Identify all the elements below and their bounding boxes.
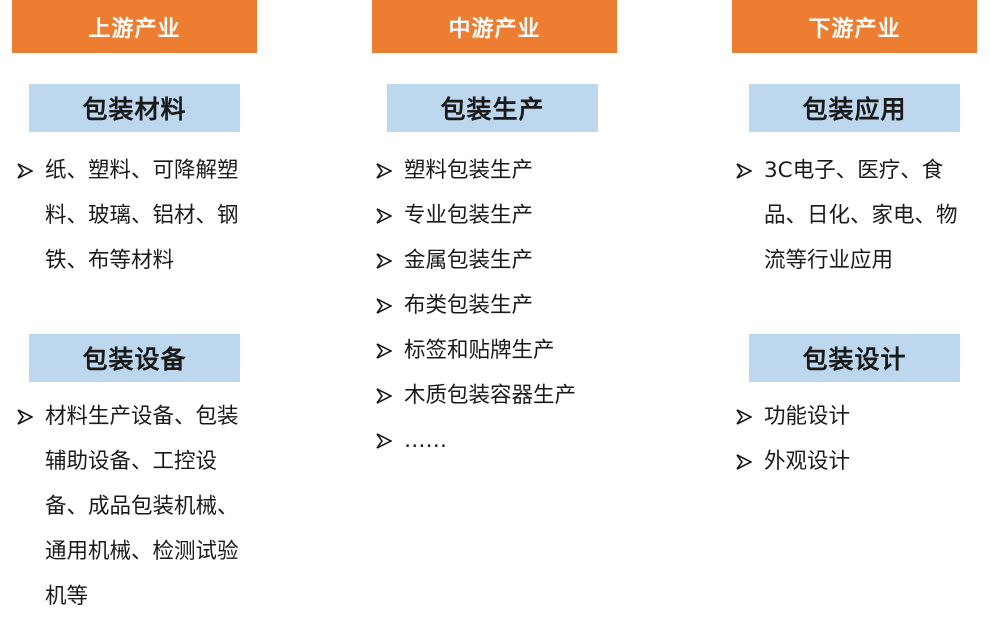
list-item: 纸、塑料、可降解塑料、玻璃、铝材、钢铁、布等材料 (17, 148, 262, 283)
downstream-header: 下游产业 (732, 0, 977, 53)
list-item: 功能设计 (736, 394, 976, 439)
production-list: 塑料包装生产 专业包装生产 金属包装生产 布类包装生产 标签和贴牌生产 木质包装… (376, 148, 656, 463)
arrowhead-bullet-icon (376, 208, 392, 224)
list-item: 外观设计 (736, 439, 976, 484)
arrowhead-bullet-icon (376, 343, 392, 359)
item-text: 材料生产设备、包装辅助设备、工控设备、成品包装机械、通用机械、检测试验机等 (45, 404, 239, 609)
list-item: 材料生产设备、包装辅助设备、工控设备、成品包装机械、通用机械、检测试验机等 (17, 394, 249, 619)
arrowhead-bullet-icon (736, 409, 752, 425)
item-text: 纸、塑料、可降解塑料、玻璃、铝材、钢铁、布等材料 (45, 158, 239, 273)
upstream-header: 上游产业 (12, 0, 257, 53)
category-packaging-production: 包装生产 (387, 84, 598, 132)
arrowhead-bullet-icon (376, 163, 392, 179)
category-packaging-materials: 包装材料 (29, 84, 240, 132)
item-text: 标签和贴牌生产 (404, 338, 555, 363)
item-text: 专业包装生产 (404, 203, 534, 228)
design-list: 功能设计 外观设计 (736, 394, 976, 484)
item-text: 3C电子、医疗、食品、日化、家电、物流等行业应用 (764, 158, 958, 273)
item-text: 布类包装生产 (404, 293, 534, 318)
equipment-list: 材料生产设备、包装辅助设备、工控设备、成品包装机械、通用机械、检测试验机等 (17, 394, 249, 619)
application-list: 3C电子、医疗、食品、日化、家电、物流等行业应用 (736, 148, 976, 283)
materials-list: 纸、塑料、可降解塑料、玻璃、铝材、钢铁、布等材料 (17, 148, 262, 283)
list-item: 专业包装生产 (376, 193, 656, 238)
item-text: 塑料包装生产 (404, 158, 534, 183)
list-item: 布类包装生产 (376, 283, 656, 328)
category-packaging-equipment: 包装设备 (29, 334, 240, 382)
list-item: 木质包装容器生产 (376, 373, 656, 418)
category-packaging-application: 包装应用 (749, 84, 960, 132)
arrowhead-bullet-icon (736, 163, 752, 179)
category-packaging-design: 包装设计 (749, 334, 960, 382)
midstream-header: 中游产业 (372, 0, 617, 53)
arrowhead-bullet-icon (736, 454, 752, 470)
list-item: …… (376, 418, 656, 463)
list-item: 标签和贴牌生产 (376, 328, 656, 373)
arrowhead-bullet-icon (376, 298, 392, 314)
list-item: 3C电子、医疗、食品、日化、家电、物流等行业应用 (736, 148, 976, 283)
item-text: 金属包装生产 (404, 248, 534, 273)
arrowhead-bullet-icon (376, 388, 392, 404)
arrowhead-bullet-icon (376, 253, 392, 269)
arrowhead-bullet-icon (17, 163, 33, 179)
list-item: 金属包装生产 (376, 238, 656, 283)
arrowhead-bullet-icon (17, 409, 33, 425)
item-text: 功能设计 (764, 404, 851, 429)
list-item: 塑料包装生产 (376, 148, 656, 193)
item-text: …… (404, 428, 447, 453)
item-text: 木质包装容器生产 (404, 383, 577, 408)
item-text: 外观设计 (764, 449, 851, 474)
arrowhead-bullet-icon (376, 433, 392, 449)
